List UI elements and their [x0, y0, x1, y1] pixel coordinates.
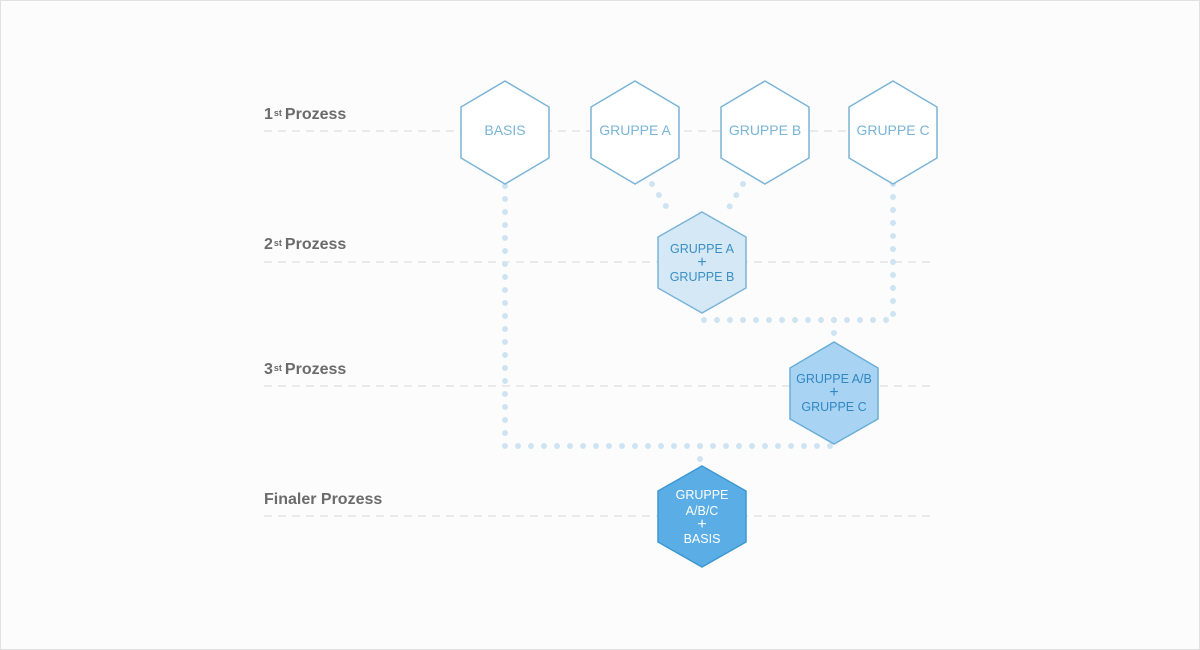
connector-basis-final: [502, 183, 837, 449]
node-gruppe-b-label: GRUPPE B: [728, 122, 802, 138]
node-abc-label: GRUPPE A/B + GRUPPE C: [796, 372, 872, 414]
hexagon-abc: [789, 341, 879, 445]
connector-a-ab: [649, 181, 675, 219]
connector-b-ab: [721, 181, 746, 219]
node-ab-label: GRUPPE A + GRUPPE B: [669, 242, 735, 284]
hexagon-basis: [460, 80, 550, 185]
hexagon-gruppe-b: [720, 80, 810, 185]
row-label-final: Finaler Prozess: [264, 491, 383, 508]
node-gruppe-a-label: GRUPPE A: [599, 122, 671, 138]
node-basis-label: BASIS: [484, 122, 526, 138]
hexagon-gruppe-c: [848, 80, 938, 185]
node-final-label: GRUPPE A/B/C + BASIS: [675, 488, 729, 546]
hexagon-final: [657, 465, 747, 568]
hexagon-ab: [657, 211, 747, 314]
hexagon-gruppe-a: [590, 80, 680, 185]
node-gruppe-c-label: GRUPPE C: [856, 122, 930, 138]
